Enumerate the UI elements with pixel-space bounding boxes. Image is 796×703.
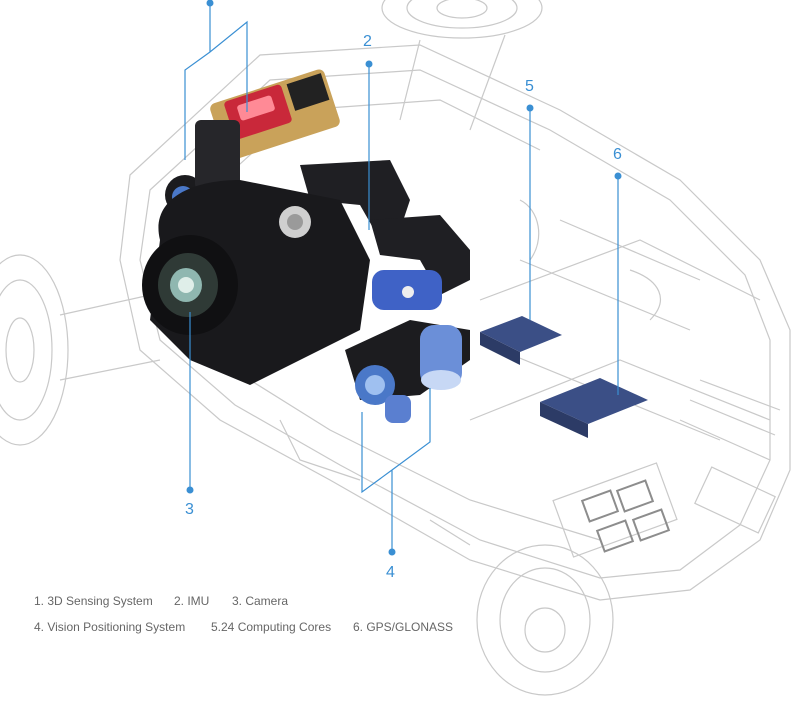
callout-dots [186,0,622,556]
callout-lines [184,0,619,552]
callout-label-4: 4 [386,564,395,581]
legend-item: 1. 3D Sensing System [34,594,153,608]
callout-label-3: 3 [185,501,194,518]
legend-item: 5.24 Computing Cores [211,620,332,634]
main-camera [142,180,370,385]
legend-item: 3. Camera [232,594,289,608]
legend-row-1: 1. 3D Sensing System 2. IMU 3. Camera [34,594,288,608]
legend-row-2: 4. Vision Positioning System 5.24 Computi… [34,620,453,634]
callout-label-2: 2 [363,33,372,50]
gimbal [300,160,470,310]
legend-item: 2. IMU [174,594,210,608]
callout-label-5: 5 [525,78,534,95]
grid-pads [580,479,671,553]
legend-item: 4. Vision Positioning System [34,620,186,634]
vision-sensors [345,320,470,423]
computing-cores [480,316,648,438]
legend-item: 6. GPS/GLONASS [353,620,454,634]
callout-label-6: 6 [613,146,622,163]
